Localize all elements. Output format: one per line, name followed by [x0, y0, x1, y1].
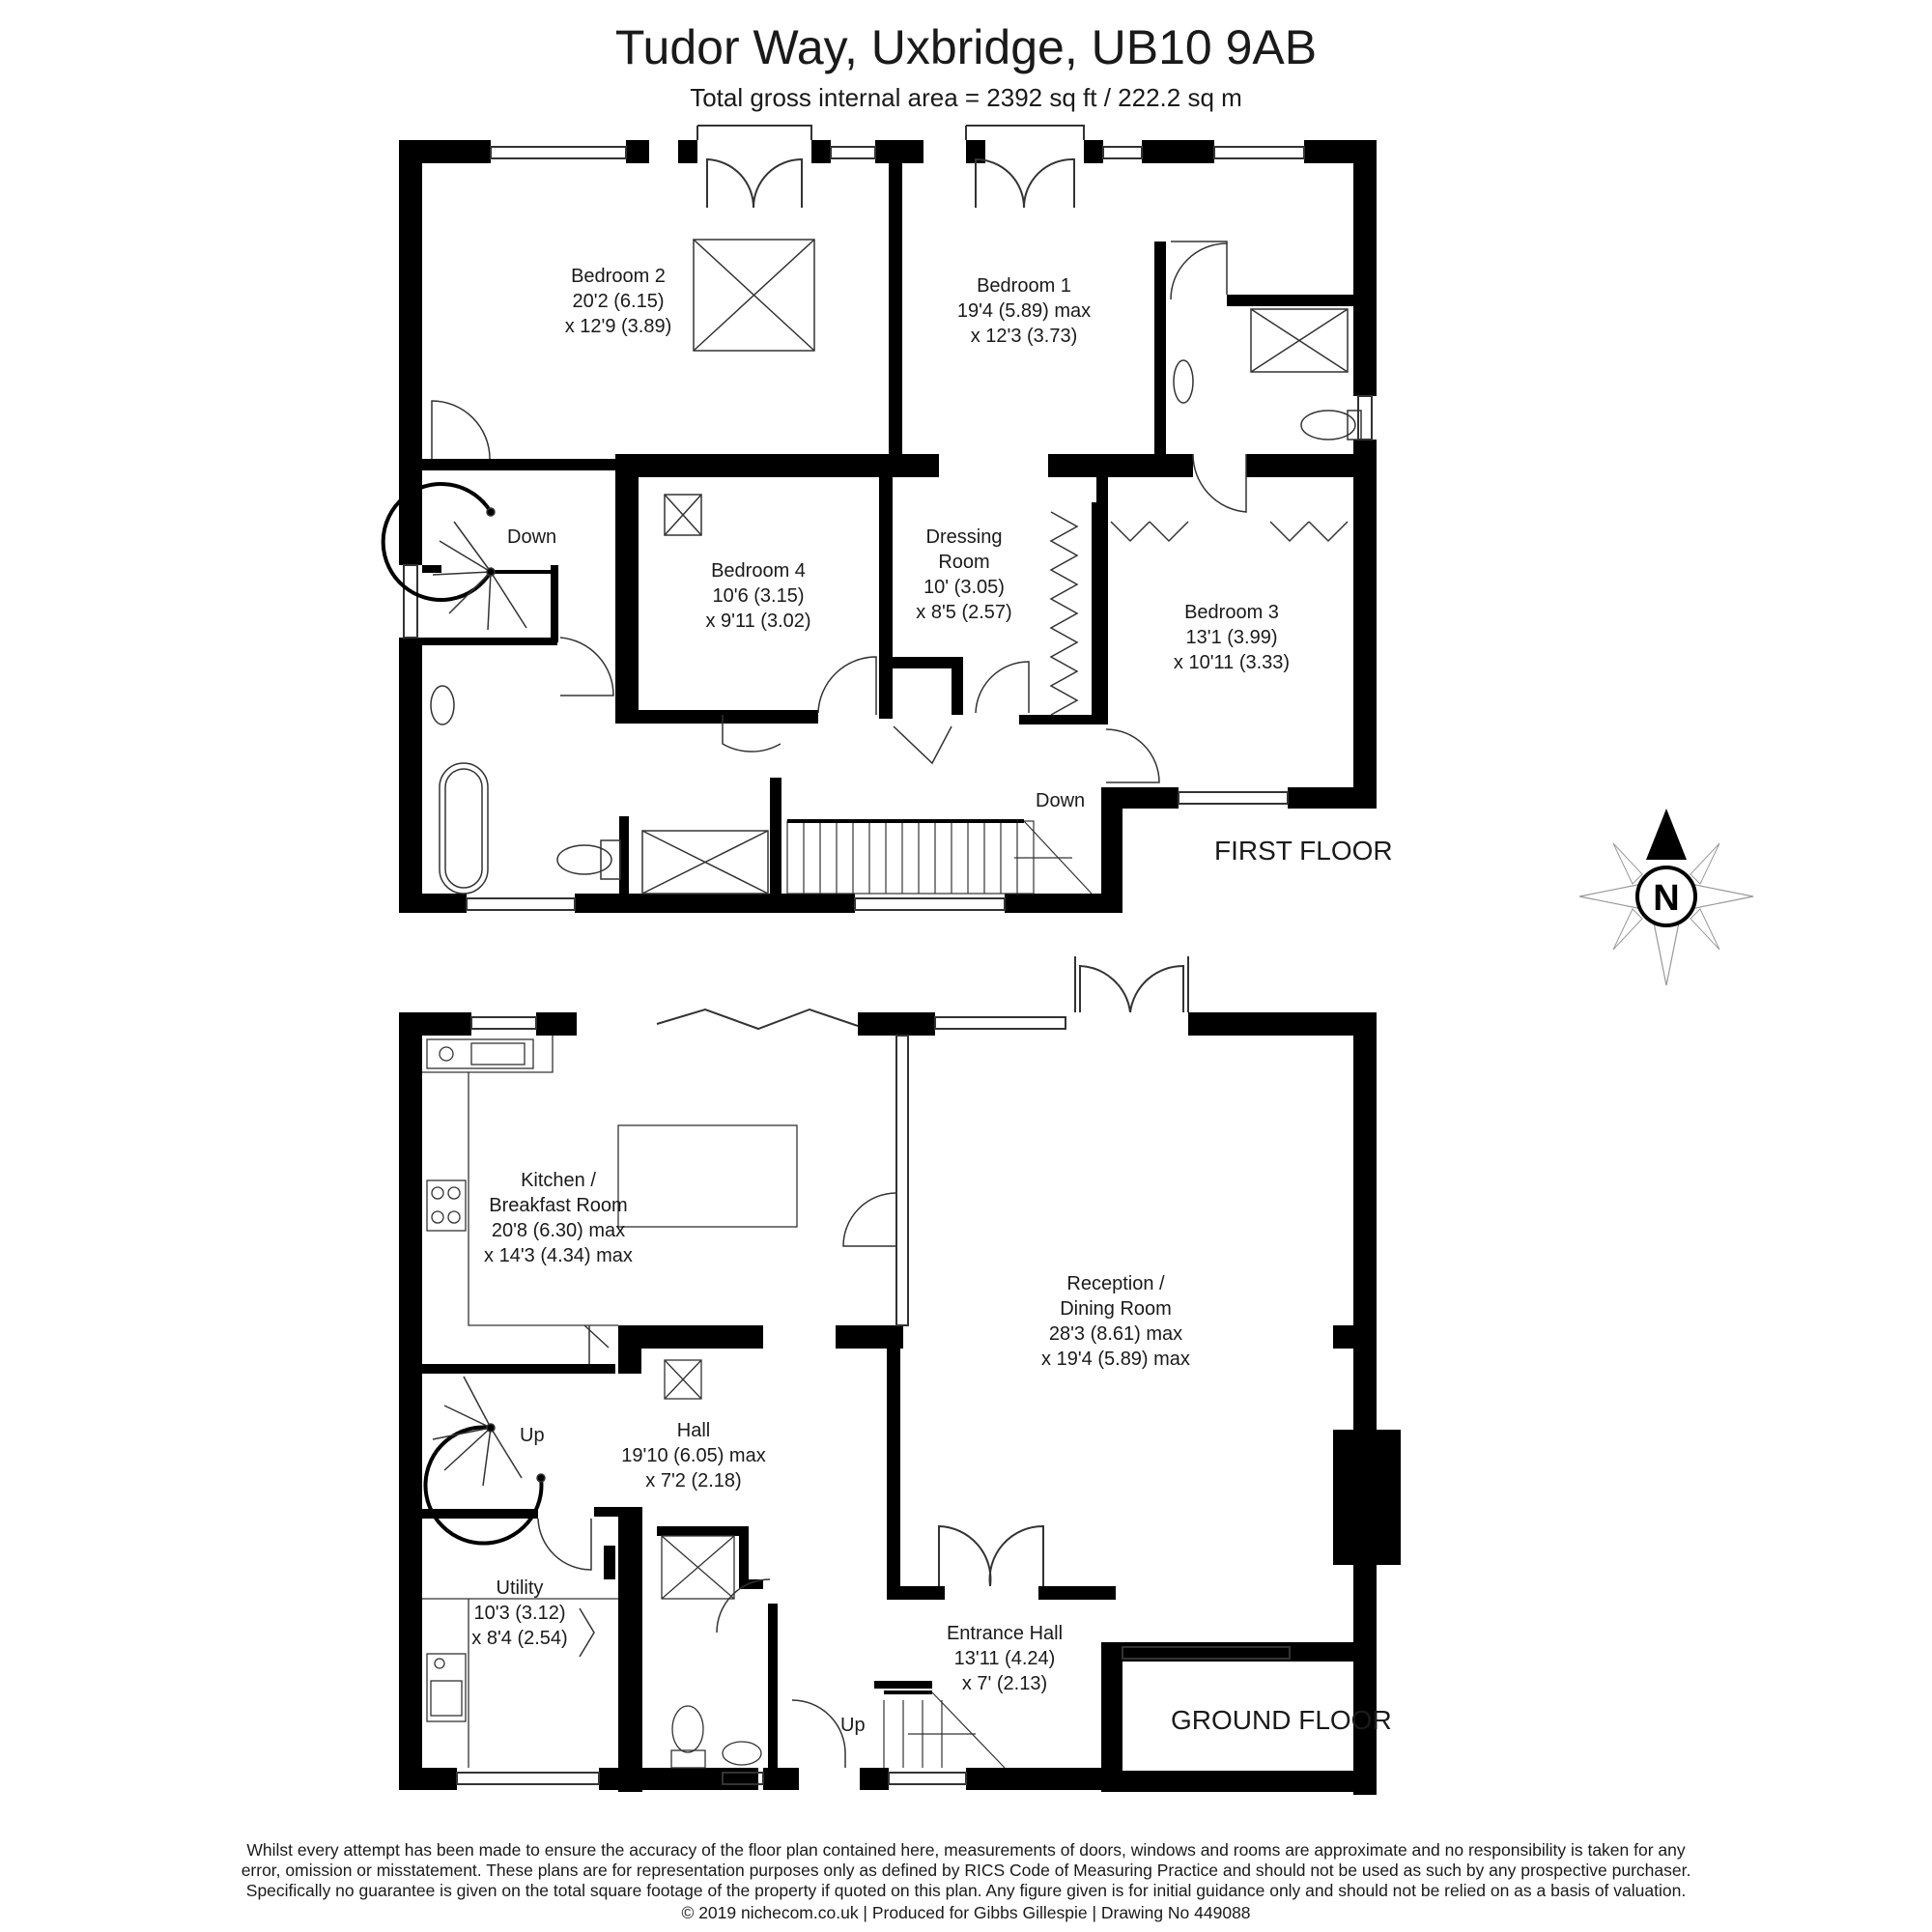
ground-floor-walls [399, 1012, 1401, 1795]
room-entrance-hall-dim1: 13'11 (4.24) [954, 1648, 1056, 1669]
floor-plan-drawing: Bedroom 2 20'2 (6.15) x 12'9 (3.89) Bedr… [381, 125, 1754, 1795]
room-dressing-dim2: x 8'5 (2.57) [916, 602, 1011, 623]
stair-down-label-straight: Down [1036, 790, 1085, 811]
ground-floor-french-doors [938, 956, 1189, 1587]
plan-subtitle: Total gross internal area = 2392 sq ft /… [690, 83, 1242, 112]
room-reception-name2: Dining Room [1060, 1298, 1172, 1320]
stair-up-label-spiral: Up [520, 1425, 545, 1446]
room-bedroom-2-dim1: 20'2 (6.15) [573, 291, 665, 312]
room-bedroom-1-dim1: 19'4 (5.89) max [957, 300, 1091, 322]
ground-floor-kitchen-fixtures [422, 1036, 798, 1400]
room-bedroom-1-dim2: x 12'3 (3.73) [971, 326, 1078, 347]
room-kitchen-dim2: x 14'3 (4.34) max [484, 1245, 633, 1266]
first-floor-bath-fixtures [430, 308, 1362, 895]
first-floor-spiral-stair [381, 482, 557, 638]
room-bedroom-3-name: Bedroom 3 [1184, 602, 1279, 623]
room-utility-name: Utility [497, 1577, 544, 1599]
first-floor-wardrobes [1049, 511, 1349, 716]
ground-floor-spiral-stair [423, 1376, 546, 1546]
room-utility-dim1: 10'3 (3.12) [474, 1603, 566, 1624]
disclaimer-line: Whilst every attempt has been made to en… [246, 1840, 1686, 1860]
room-bedroom-1-name: Bedroom 1 [977, 275, 1071, 297]
credits-line: © 2019 nichecom.co.uk | Produced for Gib… [681, 1903, 1251, 1922]
room-kitchen-name1: Kitchen / [521, 1170, 596, 1191]
room-hall-name: Hall [677, 1420, 710, 1441]
room-entrance-hall-name: Entrance Hall [947, 1623, 1063, 1644]
plan-title: Tudor Way, Uxbridge, UB10 9AB [614, 20, 1318, 74]
ground-floor-windows [456, 1016, 1291, 1785]
ground-floor-bifold-doors [656, 1008, 859, 1031]
room-hall-dim1: 19'10 (6.05) max [621, 1445, 765, 1466]
first-floor-labels: Bedroom 2 20'2 (6.15) x 12'9 (3.89) Bedr… [507, 266, 1393, 866]
room-reception-dim2: x 19'4 (5.89) max [1041, 1349, 1190, 1370]
stair-down-label-spiral: Down [507, 526, 556, 548]
first-floor-french-doors [696, 125, 1085, 209]
first-floor-straight-stair [786, 819, 1093, 895]
room-kitchen-name2: Breakfast Room [489, 1195, 627, 1216]
room-reception-dim1: 28'3 (8.61) max [1049, 1323, 1182, 1345]
room-bedroom-4-name: Bedroom 4 [711, 560, 806, 582]
first-floor-skylights [664, 239, 815, 536]
compass-rose: N [1578, 809, 1754, 986]
ground-floor-plan [399, 956, 1401, 1795]
disclaimer-line: Specifically no guarantee is given on th… [245, 1881, 1687, 1900]
room-dressing-dim1: 10' (3.05) [923, 577, 1005, 598]
disclaimer-line: error, omission or misstatement. These p… [241, 1861, 1691, 1880]
first-floor-doors [431, 241, 1247, 783]
first-floor-windows [403, 146, 1373, 911]
room-entrance-hall-dim2: x 7' (2.13) [962, 1673, 1047, 1694]
first-floor-plan [381, 125, 1377, 913]
room-bedroom-3-dim1: 13'1 (3.99) [1186, 627, 1278, 648]
ground-floor-labels: Kitchen / Breakfast Room 20'8 (6.30) max… [471, 1170, 1391, 1736]
ground-floor-doors [537, 1192, 897, 1768]
room-hall-dim2: x 7'2 (2.18) [645, 1470, 741, 1492]
room-reception-name1: Reception / [1066, 1273, 1165, 1294]
room-bedroom-4-dim2: x 9'11 (3.02) [705, 611, 810, 632]
stair-up-label-straight: Up [840, 1715, 866, 1736]
disclaimer: Whilst every attempt has been made to en… [58, 1840, 1874, 1901]
compass-n-letter: N [1653, 878, 1679, 919]
room-bedroom-4-dim1: 10'6 (3.15) [713, 585, 805, 607]
first-floor-walls [399, 140, 1377, 913]
ground-floor-label: GROUND FLOOR [1171, 1705, 1392, 1735]
room-kitchen-dim1: 20'8 (6.30) max [492, 1220, 625, 1241]
ground-floor-utility-fixtures [422, 1535, 762, 1769]
room-bedroom-2-name: Bedroom 2 [571, 266, 666, 287]
room-utility-dim2: x 8'4 (2.54) [471, 1628, 567, 1649]
room-bedroom-3-dim2: x 10'11 (3.33) [1174, 652, 1290, 673]
ground-floor-straight-stair [883, 1690, 1006, 1769]
room-bedroom-2-dim2: x 12'9 (3.89) [565, 316, 672, 337]
room-dressing-name2: Room [938, 552, 989, 573]
room-dressing-name1: Dressing [926, 526, 1003, 548]
first-floor-label: FIRST FLOOR [1214, 836, 1393, 866]
